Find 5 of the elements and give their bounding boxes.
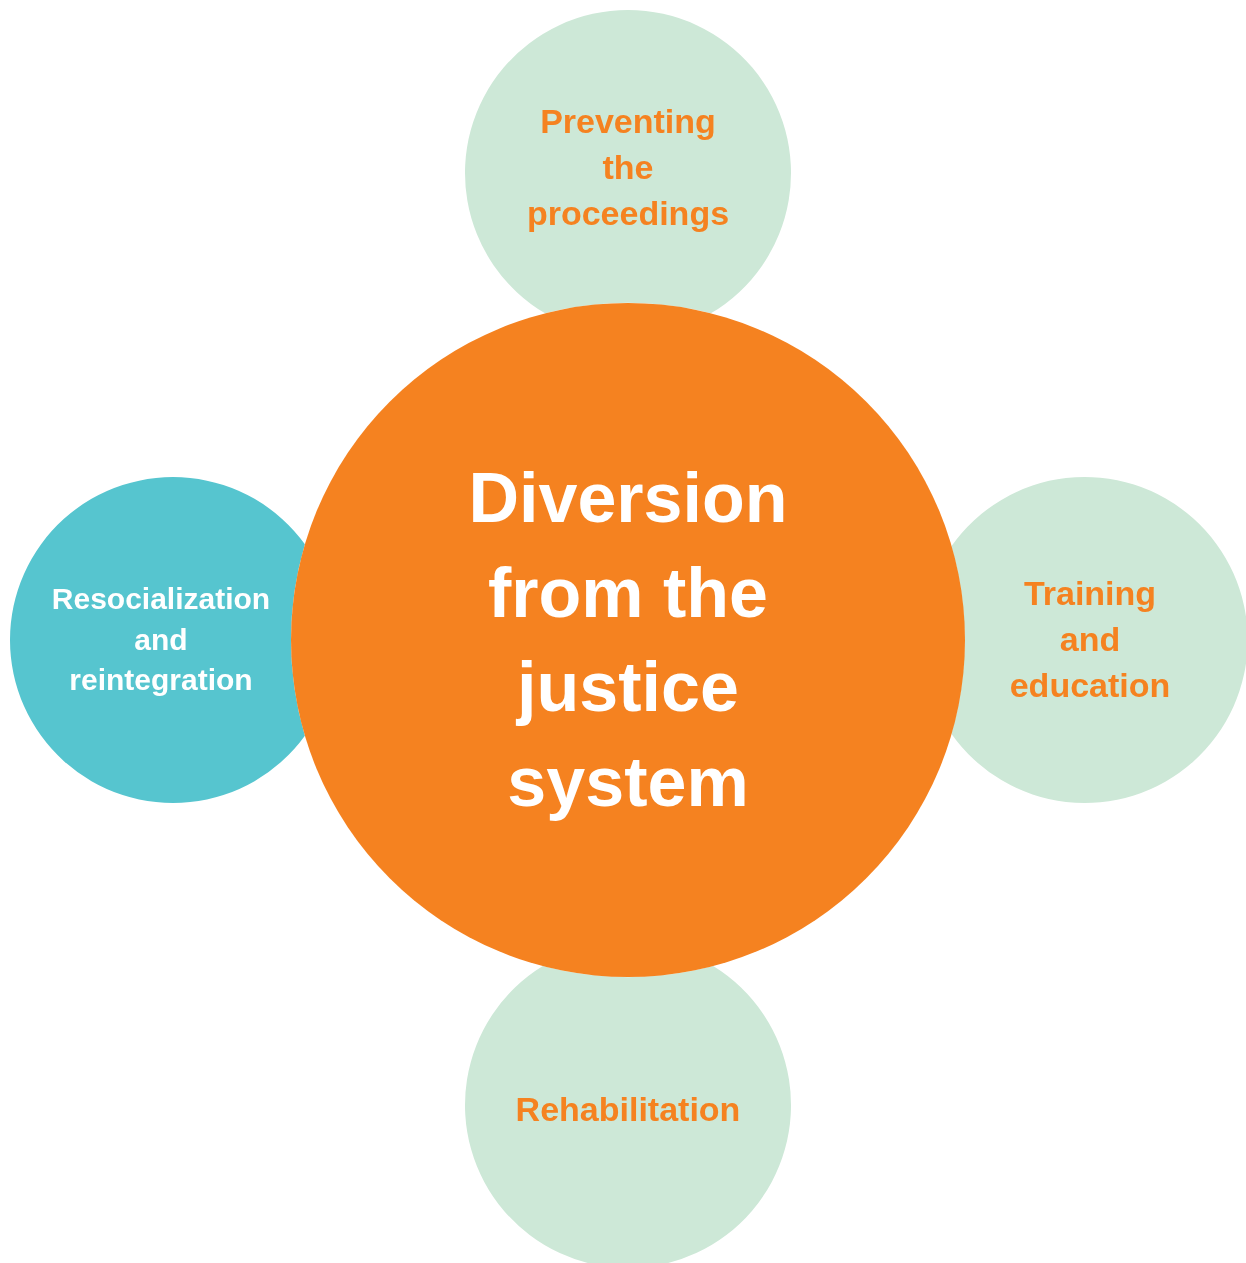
circle-label: Preventing the proceedings: [525, 101, 731, 234]
circle-label: Diversion from the justice system: [467, 458, 789, 823]
circle-label: Rehabilitation: [514, 1089, 742, 1131]
circle-label: Training and education: [1008, 573, 1172, 706]
circle-label: Resocialization and reintegration: [50, 581, 272, 699]
